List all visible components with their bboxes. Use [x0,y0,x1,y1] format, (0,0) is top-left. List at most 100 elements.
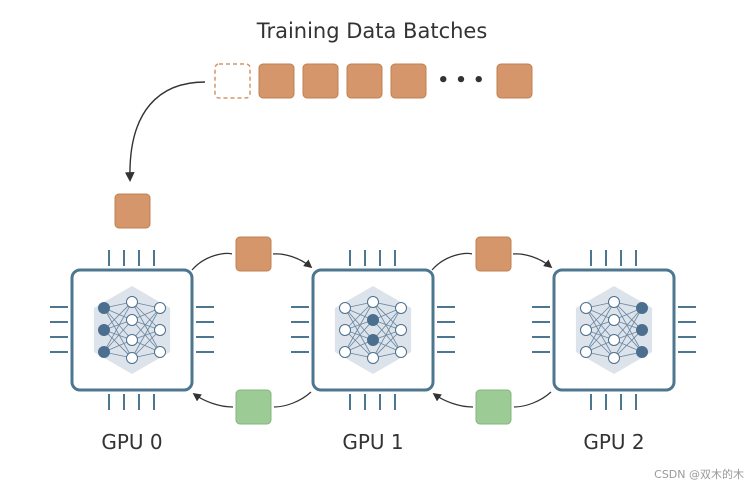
network-node [580,346,592,358]
network-node [580,324,592,336]
network-node [98,346,110,358]
network-edge [344,307,374,359]
network-edge [372,319,402,353]
ring-arrow-segment [431,252,473,271]
network-edge [131,301,161,353]
network-node [126,334,138,346]
network-node [126,352,138,364]
gradient-block-1-0 [235,389,272,425]
network-node [154,324,166,336]
network-node [339,324,351,336]
ring-arrow-top-1-2 [512,253,553,269]
gradient-block-2-1 [475,389,512,425]
transfer-batch-1-2 [475,236,512,272]
network-node [367,334,379,346]
network-edge [613,319,643,353]
network-node [608,334,620,346]
gpu-label-2: GPU 2 [583,430,644,454]
network-node [154,346,166,358]
network-edge [585,319,615,353]
network-node [608,314,620,326]
network-edge [103,301,133,331]
network-hexagon-icon [334,286,412,374]
network-edge [585,301,615,353]
network-edge [103,329,133,359]
gpu-chip-1 [291,250,455,410]
dispatch-arrow [124,81,206,182]
batch-block [390,63,427,99]
network-node [608,296,620,308]
network-edge [103,319,133,353]
network-node [608,352,620,364]
ring-arrow-segment [513,391,552,408]
network-node [126,314,138,326]
batch-queue: • • • [214,63,533,99]
network-node [367,314,379,326]
network-node [339,346,351,358]
network-edge [613,329,643,359]
ring-arrow-bottom-1-0 [192,393,234,408]
network-edge [372,307,402,341]
ring-arrow-segment [273,391,312,408]
network-edge [103,307,133,359]
network-edge [131,307,161,359]
network-hexagon-icon [93,286,171,374]
network-edge [131,307,161,341]
incoming-batch [114,193,151,229]
network-node [339,302,351,314]
network-node [395,324,407,336]
network-edge [585,301,615,331]
network-edge [613,301,643,331]
network-edge [131,301,161,331]
network-edge [131,329,161,359]
network-edge [103,301,133,353]
queue-ellipsis: • • • [437,70,484,91]
network-node [636,302,648,314]
network-node [580,302,592,314]
ring-arrow-top-0-1 [272,253,313,269]
network-node [126,296,138,308]
network-edge [585,307,615,341]
network-edge [372,329,402,359]
ring-arrow-bottom-2-1 [432,393,474,408]
network-edge [344,329,374,359]
network-edges [344,301,402,359]
network-node [98,302,110,314]
network-edge [344,307,374,341]
ring-arrow-segment [191,252,233,271]
empty-batch-slot-icon [214,63,251,99]
network-edge [613,301,643,353]
network-edge [372,301,402,331]
network-edge [613,307,643,341]
diagram-title: Training Data Batches [256,19,488,43]
network-hexagon-icon [575,286,653,374]
gpu-chip-0 [50,250,214,410]
network-edge [131,319,161,353]
transfer-batch-0-1 [235,236,272,272]
network-edge [613,307,643,359]
batch-block [496,63,533,99]
batch-block [258,63,295,99]
batch-block [346,63,383,99]
network-edge [344,319,374,353]
network-node [636,346,648,358]
network-edge [585,307,615,359]
network-node [367,352,379,364]
network-edge [372,307,402,359]
batch-block [302,63,339,99]
network-edge [344,301,374,331]
gpu-label-1: GPU 1 [342,430,403,454]
network-node [395,302,407,314]
network-node [636,324,648,336]
network-edge [585,329,615,359]
network-node [395,346,407,358]
network-edge [103,307,133,341]
network-edge [372,301,402,353]
watermark: CSDN @双木的木 [654,467,744,481]
gpu-label-0: GPU 0 [101,430,162,454]
gpu-chip-2 [532,250,696,410]
network-node [154,302,166,314]
network-node [367,296,379,308]
network-edge [344,301,374,353]
